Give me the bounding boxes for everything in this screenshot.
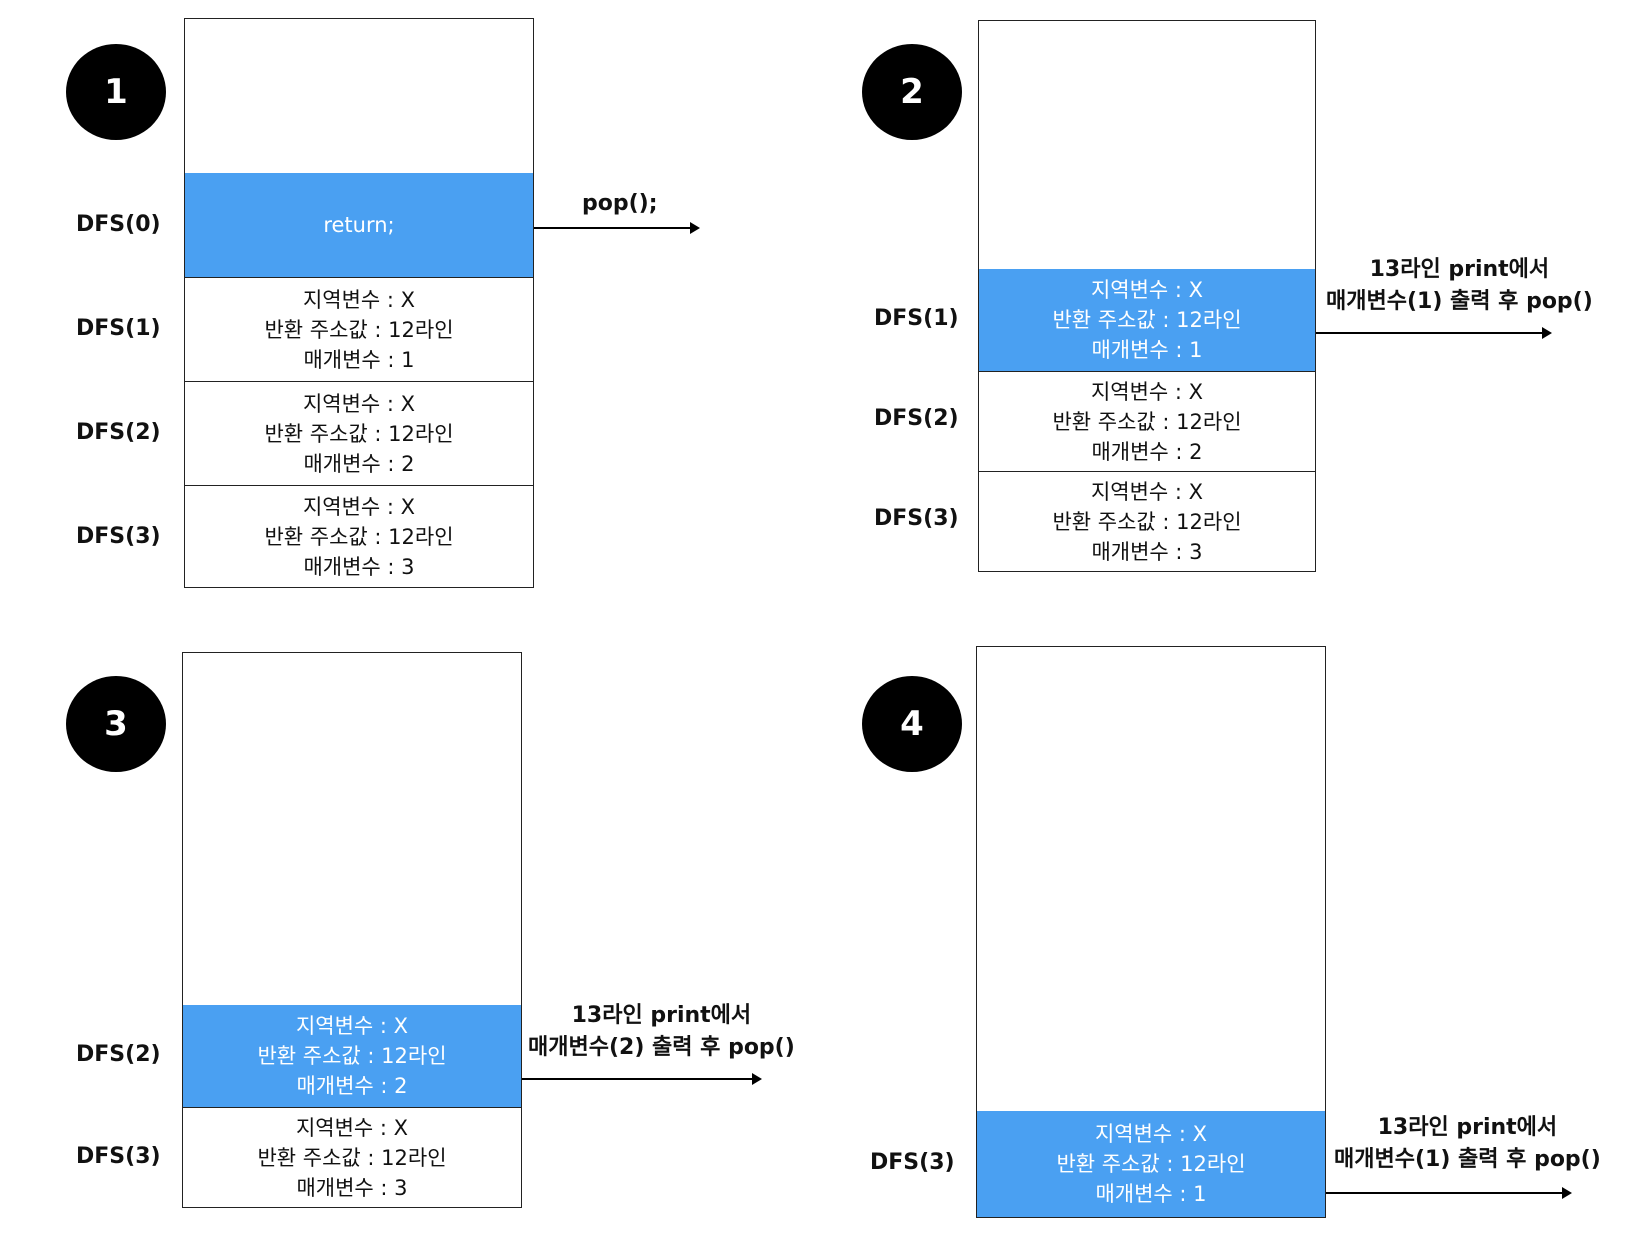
frame-label: DFS(2) <box>76 1042 161 1067</box>
pop-arrow <box>1326 1187 1572 1199</box>
frame-line: 반환 주소값 : 12라인 <box>257 1145 447 1170</box>
stack-frame: 지역변수 : X 반환 주소값 : 12라인 매개변수 : 2 <box>185 381 533 485</box>
pop-note: 13라인 print에서 매개변수(1) 출력 후 pop() <box>1334 1112 1601 1176</box>
stack-frame: 지역변수 : X 반환 주소값 : 12라인 매개변수 : 3 <box>979 471 1315 571</box>
stack-frame: 지역변수 : X 반환 주소값 : 12라인 매개변수 : 1 <box>977 1111 1325 1217</box>
pop-note: 13라인 print에서 매개변수(2) 출력 후 pop() <box>528 1000 795 1064</box>
call-stack-1: return; 지역변수 : X 반환 주소값 : 12라인 매개변수 : 1 … <box>184 18 534 588</box>
frame-line: 반환 주소값 : 12라인 <box>1052 409 1242 434</box>
frame-label: DFS(1) <box>76 316 161 341</box>
frame-label: DFS(3) <box>874 506 959 531</box>
frame-line: 매개변수 : 1 <box>1095 1182 1207 1206</box>
frame-label: DFS(2) <box>76 420 161 445</box>
frame-line: 매개변수 : 2 <box>1091 439 1203 464</box>
stack-frame: 지역변수 : X 반환 주소값 : 12라인 매개변수 : 2 <box>979 371 1315 471</box>
frame-line: 지역변수 : X <box>1090 379 1204 404</box>
frame-line: 반환 주소값 : 12라인 <box>1052 509 1242 534</box>
frame-line: 지역변수 : X <box>302 391 416 416</box>
frame-line: 지역변수 : X <box>302 287 416 312</box>
frame-label: DFS(2) <box>874 406 959 431</box>
frame-line: 지역변수 : X <box>1094 1122 1208 1146</box>
frame-label: DFS(0) <box>76 212 161 237</box>
frame-line: return; <box>323 213 395 237</box>
stack-frame: 지역변수 : X 반환 주소값 : 12라인 매개변수 : 3 <box>183 1107 521 1207</box>
frame-line: 지역변수 : X <box>295 1115 409 1140</box>
call-stack-2: 지역변수 : X 반환 주소값 : 12라인 매개변수 : 1 지역변수 : X… <box>978 20 1316 572</box>
frame-line: 매개변수 : 1 <box>303 347 415 372</box>
frame-label: DFS(3) <box>76 1144 161 1169</box>
frame-line: 지역변수 : X <box>1090 479 1204 504</box>
stack-frame: 지역변수 : X 반환 주소값 : 12라인 매개변수 : 2 <box>183 1005 521 1107</box>
note-line: 13라인 print에서 <box>1377 1115 1558 1140</box>
note-line: 매개변수(1) 출력 후 pop() <box>1334 1147 1601 1172</box>
pop-arrow <box>522 1073 762 1085</box>
step-badge-4: 4 <box>862 676 962 772</box>
frame-line: 반환 주소값 : 12라인 <box>1056 1152 1246 1176</box>
stack-frame: return; <box>185 173 533 277</box>
frame-line: 반환 주소값 : 12라인 <box>264 524 454 549</box>
pop-note: pop(); <box>582 188 658 220</box>
frame-line: 매개변수 : 1 <box>1091 338 1203 362</box>
note-line: 매개변수(2) 출력 후 pop() <box>528 1035 795 1060</box>
note-line: 13라인 print에서 <box>1369 257 1550 282</box>
frame-line: 반환 주소값 : 12라인 <box>257 1044 447 1068</box>
frame-line: 지역변수 : X <box>295 1014 409 1038</box>
frame-label: DFS(1) <box>874 306 959 331</box>
frame-line: 지역변수 : X <box>1090 278 1204 302</box>
frame-line: 반환 주소값 : 12라인 <box>264 317 454 342</box>
step-badge-1: 1 <box>66 44 166 140</box>
frame-line: 반환 주소값 : 12라인 <box>264 421 454 446</box>
call-stack-3: 지역변수 : X 반환 주소값 : 12라인 매개변수 : 2 지역변수 : X… <box>182 652 522 1208</box>
pop-arrow <box>1316 327 1552 339</box>
stack-frame: 지역변수 : X 반환 주소값 : 12라인 매개변수 : 1 <box>979 269 1315 371</box>
note-line: 13라인 print에서 <box>571 1003 752 1028</box>
note-line: 매개변수(1) 출력 후 pop() <box>1326 289 1593 314</box>
frame-line: 매개변수 : 2 <box>296 1074 408 1098</box>
frame-line: 매개변수 : 3 <box>1091 539 1203 564</box>
frame-line: 매개변수 : 3 <box>303 554 415 579</box>
frame-line: 매개변수 : 2 <box>303 451 415 476</box>
frame-line: 매개변수 : 3 <box>296 1175 408 1200</box>
frame-label: DFS(3) <box>870 1150 955 1175</box>
pop-arrow <box>534 222 700 234</box>
frame-line: 반환 주소값 : 12라인 <box>1052 308 1242 332</box>
step-badge-3: 3 <box>66 676 166 772</box>
pop-note: 13라인 print에서 매개변수(1) 출력 후 pop() <box>1326 254 1593 318</box>
stack-frame: 지역변수 : X 반환 주소값 : 12라인 매개변수 : 3 <box>185 485 533 587</box>
frame-line: 지역변수 : X <box>302 494 416 519</box>
step-badge-2: 2 <box>862 44 962 140</box>
note-line: pop(); <box>582 191 658 216</box>
stack-frame: 지역변수 : X 반환 주소값 : 12라인 매개변수 : 1 <box>185 277 533 381</box>
frame-label: DFS(3) <box>76 524 161 549</box>
call-stack-4: 지역변수 : X 반환 주소값 : 12라인 매개변수 : 1 <box>976 646 1326 1218</box>
